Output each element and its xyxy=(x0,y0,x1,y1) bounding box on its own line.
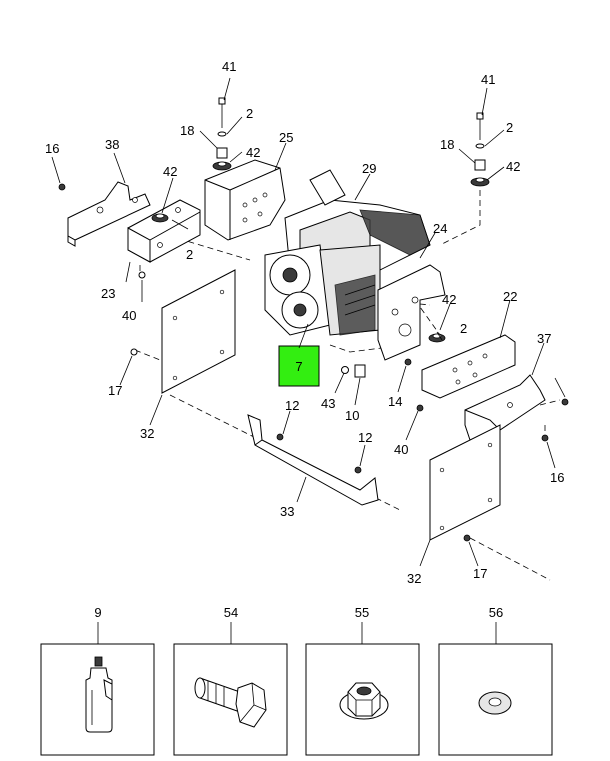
callout-23: 23 xyxy=(101,286,115,301)
part-55-box[interactable]: 55 xyxy=(305,605,420,756)
part-32-side-panel-right[interactable] xyxy=(429,424,501,541)
callout-17-left: 17 xyxy=(108,383,122,398)
callout-40-left: 40 xyxy=(122,308,136,323)
callout-9: 9 xyxy=(94,605,101,620)
callout-18-right: 18 xyxy=(440,137,454,152)
part-7-highlight-callout[interactable]: 7 xyxy=(278,323,320,387)
hardware-fasteners xyxy=(58,183,569,542)
callout-32-left: 32 xyxy=(140,426,154,441)
callout-32-right: 32 xyxy=(407,571,421,586)
callout-18-left: 18 xyxy=(180,123,194,138)
part-42-grommet-top-right[interactable] xyxy=(470,177,490,187)
part-24-bracket-right[interactable] xyxy=(377,264,446,361)
part-41-bolt-right[interactable] xyxy=(476,112,484,140)
part-18-spacer-right[interactable] xyxy=(474,159,486,171)
part-54-box[interactable]: 54 xyxy=(173,605,288,756)
callout-29: 29 xyxy=(362,161,376,176)
part-22-mounting-plate[interactable] xyxy=(421,334,516,399)
callout-14: 14 xyxy=(388,394,402,409)
part-42-grommet-top-left[interactable] xyxy=(212,161,232,171)
part-23-bracket[interactable] xyxy=(127,199,201,263)
callout-17-right: 17 xyxy=(473,566,487,581)
callout-38: 38 xyxy=(105,137,119,152)
part-29-transmission-assembly[interactable] xyxy=(264,169,431,336)
callout-10: 10 xyxy=(345,408,359,423)
callout-42-top-right: 42 xyxy=(506,159,520,174)
callout-42-top-left: 42 xyxy=(246,145,260,160)
callout-2-top-right: 2 xyxy=(506,120,513,135)
callout-56: 56 xyxy=(489,605,503,620)
part-32-side-panel-left[interactable] xyxy=(161,269,236,394)
washer-icon xyxy=(478,691,512,715)
callout-37: 37 xyxy=(537,331,551,346)
callout-41-left: 41 xyxy=(222,59,236,74)
part-18-spacer-left[interactable] xyxy=(216,147,228,159)
part-25-engine-mount[interactable] xyxy=(204,159,286,241)
leader-lines xyxy=(51,77,566,567)
callout-42-right: 42 xyxy=(442,292,456,307)
callout-22: 22 xyxy=(503,289,517,304)
callout-16-left: 16 xyxy=(45,141,59,156)
part-2-washer-left[interactable] xyxy=(217,131,227,137)
flange-nut-icon xyxy=(339,682,389,720)
callout-12-right: 12 xyxy=(358,430,372,445)
callout-2-left: 2 xyxy=(186,247,193,262)
oil-bottle-icon xyxy=(85,656,113,733)
callout-42-left: 42 xyxy=(163,164,177,179)
callout-25: 25 xyxy=(279,130,293,145)
callout-54: 54 xyxy=(224,605,238,620)
part-42-grommet-right[interactable] xyxy=(428,333,446,343)
callout-24: 24 xyxy=(433,221,447,236)
callout-41-right: 41 xyxy=(481,72,495,87)
callout-2-right: 2 xyxy=(460,321,467,336)
callout-2-top-left: 2 xyxy=(246,106,253,121)
callout-7: 7 xyxy=(295,359,302,374)
callout-55: 55 xyxy=(355,605,369,620)
part-9-box[interactable]: 9 xyxy=(40,605,155,756)
callout-16-right: 16 xyxy=(550,470,564,485)
callout-labels: 16 38 42 2 23 40 17 32 41 18 2 42 25 29 … xyxy=(45,59,564,586)
callout-43: 43 xyxy=(321,396,335,411)
callout-12-left: 12 xyxy=(285,398,299,413)
bolt-icon xyxy=(194,677,267,728)
part-37-bracket[interactable] xyxy=(464,374,546,441)
part-42-grommet-left[interactable] xyxy=(151,213,169,223)
callout-33: 33 xyxy=(280,504,294,519)
part-33-lower-bracket[interactable] xyxy=(247,414,379,506)
part-2-washer-right[interactable] xyxy=(475,143,485,149)
part-41-bolt-left[interactable] xyxy=(218,97,226,128)
part-56-box[interactable]: 56 xyxy=(438,605,553,756)
part-38-mounting-bracket[interactable] xyxy=(67,181,151,247)
callout-40-right: 40 xyxy=(394,442,408,457)
